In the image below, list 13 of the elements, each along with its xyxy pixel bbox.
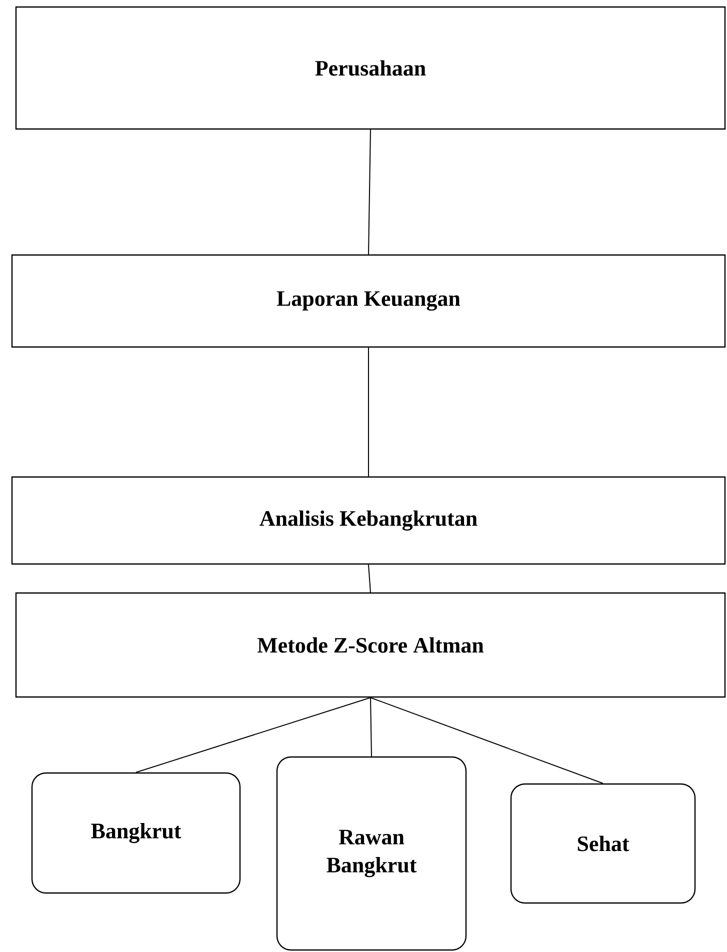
process-box: Analisis Kebangkrutan — [11, 476, 726, 565]
connector-line — [370, 697, 604, 784]
rounded-box: Bangkrut — [31, 772, 241, 894]
connector-line — [136, 697, 371, 773]
process-box: Metode Z-Score Altman — [15, 592, 726, 698]
rounded-box: Rawan Bangkrut — [276, 756, 467, 951]
connector-line — [368, 347, 369, 477]
connector-line — [370, 697, 372, 757]
connector-line — [368, 564, 371, 593]
connector-line — [368, 129, 371, 255]
process-box: Perusahaan — [15, 6, 726, 130]
process-box: Laporan Keuangan — [11, 254, 726, 348]
rounded-box: Sehat — [510, 783, 696, 904]
